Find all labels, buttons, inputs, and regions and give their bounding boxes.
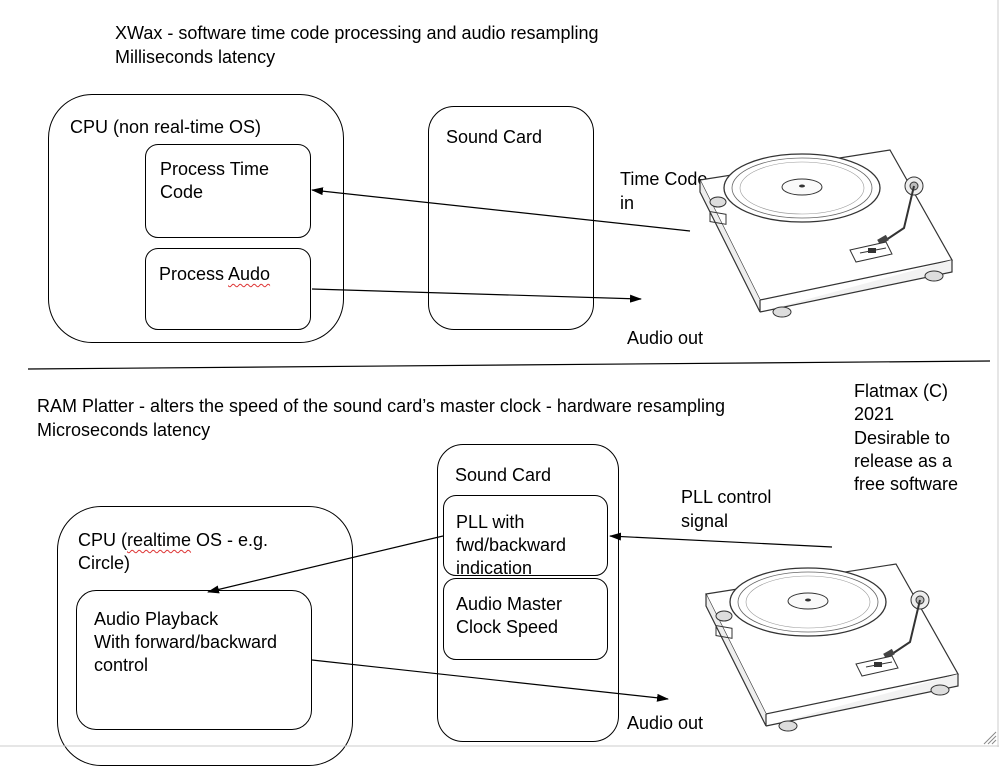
section-divider xyxy=(27,360,991,370)
spell-error-realtime: realtime xyxy=(127,530,192,550)
spell-error-audo: Audo xyxy=(228,264,271,284)
top-subtitle: Milliseconds latency xyxy=(115,47,276,67)
audio-playback-label-3: control xyxy=(94,655,149,675)
audio-master-label-2: Clock Speed xyxy=(456,617,559,637)
pll-box xyxy=(443,495,608,576)
note-line-3: Desirable to xyxy=(854,428,951,448)
pll-label-3: indication xyxy=(456,558,533,578)
cpu-label-bottom-1: CPU (realtime OS - e.g. xyxy=(78,530,269,550)
pll-control-label-1: PLL control xyxy=(681,487,772,507)
note-line-4: release as a xyxy=(854,451,953,471)
audio-out-label-bottom: Audio out xyxy=(627,713,704,733)
turntable-image-top xyxy=(699,149,953,318)
note-line-2: 2021 xyxy=(854,404,895,424)
top-title: XWax - software time code processing and… xyxy=(115,23,599,43)
bottom-subtitle: Microseconds latency xyxy=(37,420,211,440)
cpu-label-bottom-2: Circle) xyxy=(78,553,130,573)
process-audio-label: Process Audo xyxy=(159,264,271,284)
arrow-pll-control xyxy=(609,532,833,548)
process-time-code-label-1: Process Time xyxy=(160,159,270,179)
audio-playback-label-2: With forward/backward xyxy=(94,632,278,652)
turntable-image-bottom xyxy=(705,563,959,732)
cpu-label-top: CPU (non real-time OS) xyxy=(70,117,262,137)
time-code-in-label-2: in xyxy=(620,193,635,213)
audio-out-label-top: Audio out xyxy=(627,328,704,348)
process-time-code-box xyxy=(145,144,311,238)
pll-label-2: fwd/backward xyxy=(456,535,567,555)
note-line-5: free software xyxy=(854,474,959,494)
audio-master-label-1: Audio Master xyxy=(456,594,563,614)
audio-playback-label-1: Audio Playback xyxy=(94,609,219,629)
resize-grip-icon xyxy=(983,731,997,745)
pll-label-1: PLL with xyxy=(456,512,525,532)
pll-control-label-2: signal xyxy=(681,511,729,531)
sound-card-label-top: Sound Card xyxy=(446,127,543,147)
sound-card-box-bottom xyxy=(437,444,619,742)
process-time-code-label-2: Code xyxy=(160,182,204,202)
audio-playback-box xyxy=(76,590,312,730)
process-audio-box xyxy=(145,248,311,330)
note-line-1: Flatmax (C) xyxy=(854,381,948,401)
sound-card-label-bottom: Sound Card xyxy=(455,465,552,485)
time-code-in-label-1: Time Code xyxy=(620,169,708,189)
bottom-title: RAM Platter - alters the speed of the so… xyxy=(37,396,725,416)
